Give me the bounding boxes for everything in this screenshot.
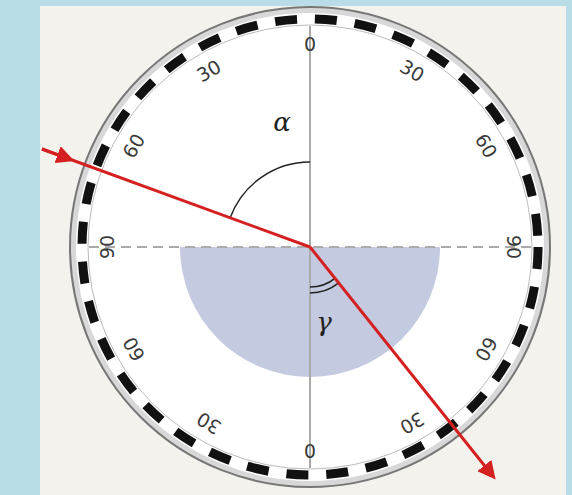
disc-face (76, 13, 544, 481)
scale-number: 0 (304, 35, 316, 54)
tick-ring (82, 19, 538, 475)
angle-arc (310, 278, 335, 287)
scale-number: 90 (98, 235, 117, 259)
refracted-ray (310, 247, 490, 473)
disc-rim (70, 7, 550, 487)
scale-number: 90 (504, 235, 523, 259)
ray-arrow (42, 149, 66, 158)
angle-label: γ (316, 309, 332, 335)
angle-label: α (273, 109, 291, 135)
incident-ray (42, 149, 310, 247)
panel (40, 6, 566, 495)
scale-number: 0 (304, 441, 316, 460)
angle-arc (230, 162, 310, 218)
angle-arc (310, 283, 339, 293)
